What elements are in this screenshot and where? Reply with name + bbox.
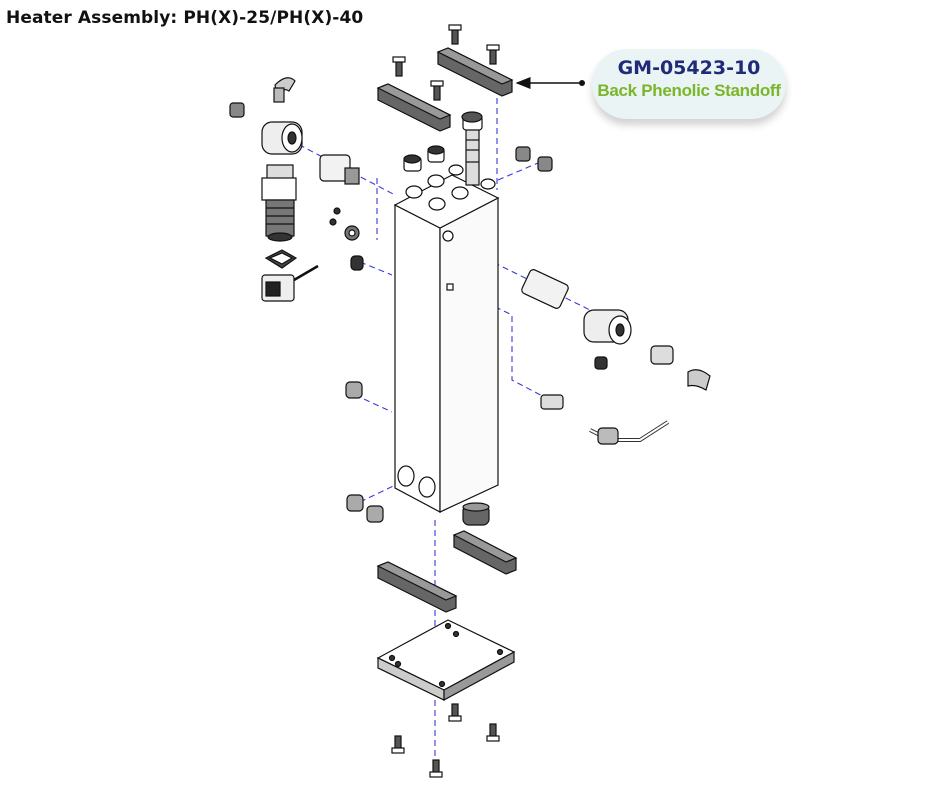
assembly-leader-lines: [289, 78, 591, 780]
top-screws: [392, 24, 500, 101]
callout-leader: [515, 77, 585, 89]
top-nuts: [403, 145, 445, 172]
line-art: [229, 24, 711, 778]
small-hardware-left: [329, 207, 364, 399]
base-plate: [376, 619, 516, 702]
right-fittings: [515, 146, 711, 445]
bottom-standoff-front: [376, 561, 458, 613]
page-title: Heater Assembly: PH(X)-25/PH(X)-40: [6, 8, 364, 28]
bottom-plugs: [346, 494, 490, 526]
part-callout: GM-05423-10 Back Phenolic Standoff: [592, 49, 786, 119]
part-name-label: Back Phenolic Standoff: [597, 81, 781, 100]
left-fittings: [229, 77, 360, 185]
bottom-screws: [391, 703, 500, 778]
pressure-switch: [261, 164, 319, 302]
heater-block: [393, 164, 500, 513]
front-phenolic-standoff: [376, 83, 452, 132]
part-number-label: GM-05423-10: [617, 57, 761, 79]
temperature-probe: [461, 111, 483, 186]
bottom-standoff-back: [452, 530, 518, 575]
back-phenolic-standoff: [436, 47, 514, 97]
